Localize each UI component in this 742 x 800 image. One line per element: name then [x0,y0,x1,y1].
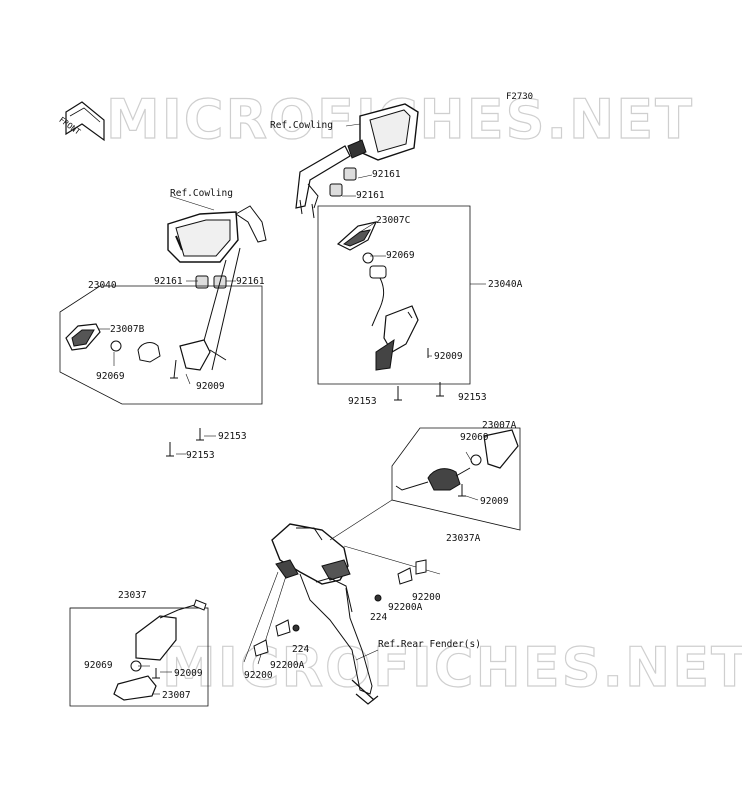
part-92009-d: 92009 [174,668,203,679]
part-92161-d: 92161 [236,276,265,287]
right-turn-signal [336,221,419,371]
part-224-a: 224 [370,612,388,623]
license-plate-bracket [271,523,379,705]
part-224-b: 224 [292,644,310,655]
figure-code: F2730 [506,92,534,102]
part-23007A: 23007A [482,420,517,431]
part-23037: 23037 [118,590,147,601]
part-23037A: 23037A [446,533,481,544]
part-92009-a: 92009 [434,351,463,362]
ref-cowling-left: Ref.Cowling [170,188,233,199]
ref-cowling-top: Ref.Cowling [270,120,333,131]
rear-right-signal [395,429,519,497]
part-92069-d: 92069 [84,660,113,671]
part-92009-c: 92009 [480,496,509,507]
part-92009-b: 92009 [196,381,225,392]
box-23040 [59,285,263,405]
part-92200A-b: 92200A [270,660,305,671]
box-23037A [391,427,521,531]
part-92153-d: 92153 [186,450,215,461]
part-92069-b: 92069 [96,371,125,382]
part-92200-b: 92200 [244,670,273,681]
rear-left-signal [113,599,207,701]
right-mirror-assembly [295,103,419,219]
left-mirror-assembly [167,205,267,371]
left-turn-signal [65,323,227,379]
front-arrow-icon [65,101,105,142]
part-92069-c: 92069 [460,432,489,443]
part-92161-c: 92161 [154,276,183,287]
part-23040: 23040 [88,280,117,291]
part-23007C: 23007C [376,215,411,226]
ref-rear-fender: Ref.Rear Fender(s) [378,639,481,650]
part-92161-b: 92161 [356,190,385,201]
part-92200-a: 92200 [412,592,441,603]
screws-right [394,348,444,401]
part-23007: 23007 [162,690,191,701]
box-23040A [317,205,471,385]
small-hardware [253,559,427,657]
part-23007B: 23007B [110,324,145,335]
part-23040A: 23040A [488,279,523,290]
part-92153-c: 92153 [218,431,247,442]
part-92161-a: 92161 [372,169,401,180]
part-92069-a: 92069 [386,250,415,261]
part-92153-b: 92153 [458,392,487,403]
part-92200A-a: 92200A [388,602,423,613]
part-92153-a: 92153 [348,396,377,407]
screws-left [166,428,204,457]
